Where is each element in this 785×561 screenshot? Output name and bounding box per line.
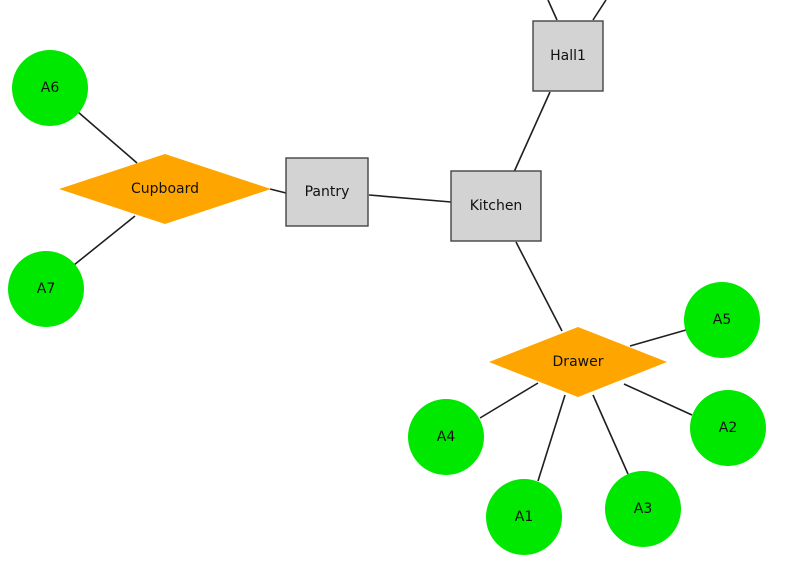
node-a6[interactable]: A6 [12,50,88,126]
edge-drawer-a2 [623,383,693,416]
node-a3[interactable]: A3 [605,471,681,547]
item-circle-a3[interactable] [605,471,681,547]
item-circle-a2[interactable] [690,390,766,466]
node-label-drawer: Drawer [553,354,604,370]
edge-drawer-a3 [592,394,629,475]
node-hall1[interactable]: Hall1 [532,20,604,92]
room-box-pantry[interactable] [285,157,369,227]
node-label-pantry: Pantry [305,184,350,200]
node-a4[interactable]: A4 [408,399,484,475]
edge-cupboard-a7 [73,215,136,266]
edge-kitchen-pantry [368,194,452,203]
edge-cupboard-a6 [77,111,138,164]
edge-drawer-a4 [479,382,539,419]
node-label-a7: A7 [37,281,55,297]
room-box-kitchen[interactable] [450,170,542,242]
edge-kitchen-drawer [515,241,563,332]
item-circle-a7[interactable] [8,251,84,327]
node-cupboard[interactable]: Cupboard [59,154,271,224]
edge-hall1-offscreen-right [592,0,607,21]
edge-drawer-a5 [629,329,687,347]
container-diamond-cupboard[interactable] [59,154,271,224]
node-a5[interactable]: A5 [684,282,760,358]
node-label-a4: A4 [437,429,456,445]
node-label-kitchen: Kitchen [470,198,523,214]
node-a2[interactable]: A2 [690,390,766,466]
item-circle-a6[interactable] [12,50,88,126]
node-drawer[interactable]: Drawer [489,327,667,397]
container-diamond-drawer[interactable] [489,327,667,397]
node-label-a1: A1 [515,509,533,525]
node-label-a3: A3 [634,501,652,517]
node-label-a2: A2 [719,420,737,436]
node-kitchen[interactable]: Kitchen [450,170,542,242]
node-label-cupboard: Cupboard [131,181,199,197]
edge-hall1-offscreen-left [547,0,558,21]
node-label-hall1: Hall1 [550,48,586,64]
node-label-a6: A6 [41,80,60,96]
item-circle-a5[interactable] [684,282,760,358]
node-label-a5: A5 [713,312,731,328]
node-a7[interactable]: A7 [8,251,84,327]
item-circle-a1[interactable] [486,479,562,555]
room-box-hall1[interactable] [532,20,604,92]
item-circle-a4[interactable] [408,399,484,475]
edge-hall1-kitchen [513,91,551,173]
edge-pantry-cupboard [269,188,287,194]
edges-layer [73,0,693,482]
node-a1[interactable]: A1 [486,479,562,555]
node-pantry[interactable]: Pantry [285,157,369,227]
edge-drawer-a1 [537,394,566,482]
